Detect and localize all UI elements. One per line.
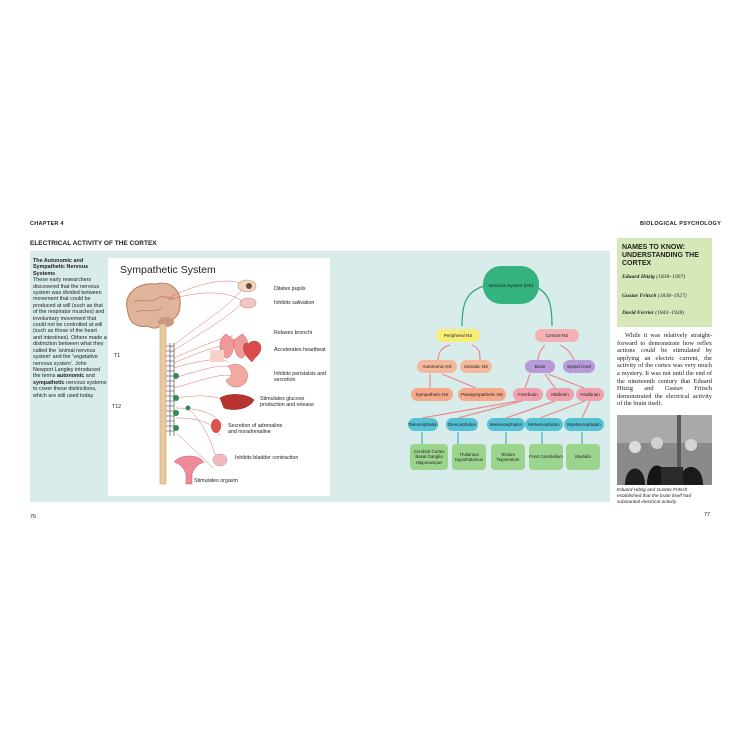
label-inhibits-peristalsis: Inhibits peristalsis and secretion xyxy=(274,371,327,383)
t12-label: T12 xyxy=(112,404,122,410)
page-number-left: 76 xyxy=(30,514,37,520)
sidebar-title: The Autonomic and Sympathetic Nervous Sy… xyxy=(33,258,89,277)
sidebar-body-2: nervous systems to cover these distincti… xyxy=(33,379,107,399)
node-central-ns: Central NS xyxy=(535,329,579,342)
node-autonomic-ns: Autonomic NS xyxy=(417,360,457,373)
name-item-hitzig: Eduard Hitzig (1838–1907) xyxy=(622,274,685,280)
name-item-ferrier: David Ferrier (1843–1928) xyxy=(622,310,684,316)
node-telencephalon: Telencephalon xyxy=(408,418,438,431)
name-fritsch: Gustav Fritsch xyxy=(622,293,657,299)
sidebar-bold-sympathetic: sympathetic xyxy=(33,379,65,386)
name-item-fritsch: Gustav Fritsch (1838–1927) xyxy=(622,293,687,299)
node-diencephalon: Diencephalon xyxy=(446,418,478,431)
box-diencephalon-parts: Thalamus Hypothalamus xyxy=(452,444,486,470)
label-relaxes-bronchi: Relaxes bronchi xyxy=(274,330,312,336)
node-midbrain: Midbrain xyxy=(546,388,574,401)
sidebar: The Autonomic and Sympathetic Nervous Sy… xyxy=(33,258,107,399)
years-hitzig: (1838–1907) xyxy=(656,274,686,280)
sidebar-and: and xyxy=(85,373,95,380)
node-hindbrain: Hindbrain xyxy=(576,388,604,401)
node-forebrain: Forebrain xyxy=(513,388,543,401)
label-inhibits-bladder: Inhibits bladder contraction xyxy=(235,455,299,461)
chapter-header: CHAPTER 4 xyxy=(30,221,64,227)
names-title-1: NAMES TO KNOW: xyxy=(622,244,686,251)
box-myelencephalon-parts: Medulla xyxy=(566,444,600,470)
running-header: BIOLOGICAL PSYCHOLOGY xyxy=(640,221,722,227)
name-ferrier: David Ferrier xyxy=(622,310,654,316)
names-title-2: UNDERSTANDING THE CORTEX xyxy=(622,252,699,267)
t1-label: T1 xyxy=(114,353,121,359)
brain-icon xyxy=(126,282,181,329)
nerve-lines xyxy=(167,280,244,469)
node-peripheral-ns: Peripheral NS xyxy=(436,329,480,342)
box-telencephalon-parts: Cerebral Cortex Basal Ganglia Hippocampu… xyxy=(410,444,448,470)
bladder-icon xyxy=(212,453,228,467)
salivary-gland-icon xyxy=(239,297,257,309)
spinal-cord-icon xyxy=(159,323,167,485)
liver-icon xyxy=(219,394,255,410)
stomach-icon xyxy=(225,364,248,388)
sympathetic-figure: Sympathetic System xyxy=(108,258,330,496)
page-number-right: 77 xyxy=(704,512,711,518)
label-accelerates-heartbeat: Accelerates heartbeat xyxy=(274,347,326,353)
label-inhibits-salivation: Inhibits salivation xyxy=(274,300,315,306)
historical-photo xyxy=(617,415,712,485)
node-sympathetic-ns: Sympathetic NS xyxy=(411,388,453,401)
sympathetic-illustration xyxy=(126,279,262,485)
sidebar-body-1: These early researchers discovered that … xyxy=(33,277,107,380)
node-metencephalon: Metencephalon xyxy=(525,418,563,431)
photo-caption: Eduard Hitzig and Gustav Fritsch establi… xyxy=(617,488,692,505)
label-dilates-pupils: Dilates pupils xyxy=(274,286,306,292)
photo-illustration xyxy=(617,415,712,485)
names-to-know-box: NAMES TO KNOW: UNDERSTANDING THE CORTEX … xyxy=(617,238,712,327)
skin-swatch-icon xyxy=(210,350,224,362)
node-somatic-ns: Somatic NS xyxy=(460,360,492,373)
eye-icon xyxy=(237,279,257,293)
ganglion-dots xyxy=(173,373,191,431)
adrenal-gland-icon xyxy=(211,419,221,433)
years-fritsch: (1838–1927) xyxy=(657,293,687,299)
sympathetic-title: Sympathetic System xyxy=(120,264,216,276)
node-mesencephalon: Mesencephalon xyxy=(487,418,525,431)
heart-icon xyxy=(243,341,262,363)
ganglia-chain xyxy=(169,343,175,436)
years-ferrier: (1843–1928) xyxy=(655,310,685,316)
body-paragraph: While it was relatively straight­forward… xyxy=(617,332,712,408)
label-stimulates-orgasm: Stimulates orgasm xyxy=(194,478,238,484)
section-title: ELECTRICAL ACTIVITY OF THE CORTEX xyxy=(30,240,157,247)
node-brain: Brain xyxy=(525,360,555,373)
box-mesencephalon-parts: Tectum Tegmentum xyxy=(491,444,525,470)
node-nervous-system: Nervous System (NS) xyxy=(483,266,539,304)
sidebar-bold-autonomic: autonomic xyxy=(56,373,85,380)
node-spinal-cord: Spinal Cord xyxy=(563,360,595,373)
node-myelencephalon: Myelencephalon xyxy=(564,418,604,431)
box-metencephalon-parts: Pons Cerebellum xyxy=(529,444,563,470)
label-secretion-adrenaline: Secretion of adrenaline and noradrenalin… xyxy=(228,423,283,435)
node-parasympathetic-ns: Parasympathetic NS xyxy=(458,388,506,401)
tree-connectors xyxy=(421,284,591,444)
label-stimulates-glucose: Stimulates glucose production and releas… xyxy=(260,396,314,408)
reproductive-organ-icon xyxy=(173,455,205,485)
name-hitzig: Eduard Hitzig xyxy=(622,274,655,280)
